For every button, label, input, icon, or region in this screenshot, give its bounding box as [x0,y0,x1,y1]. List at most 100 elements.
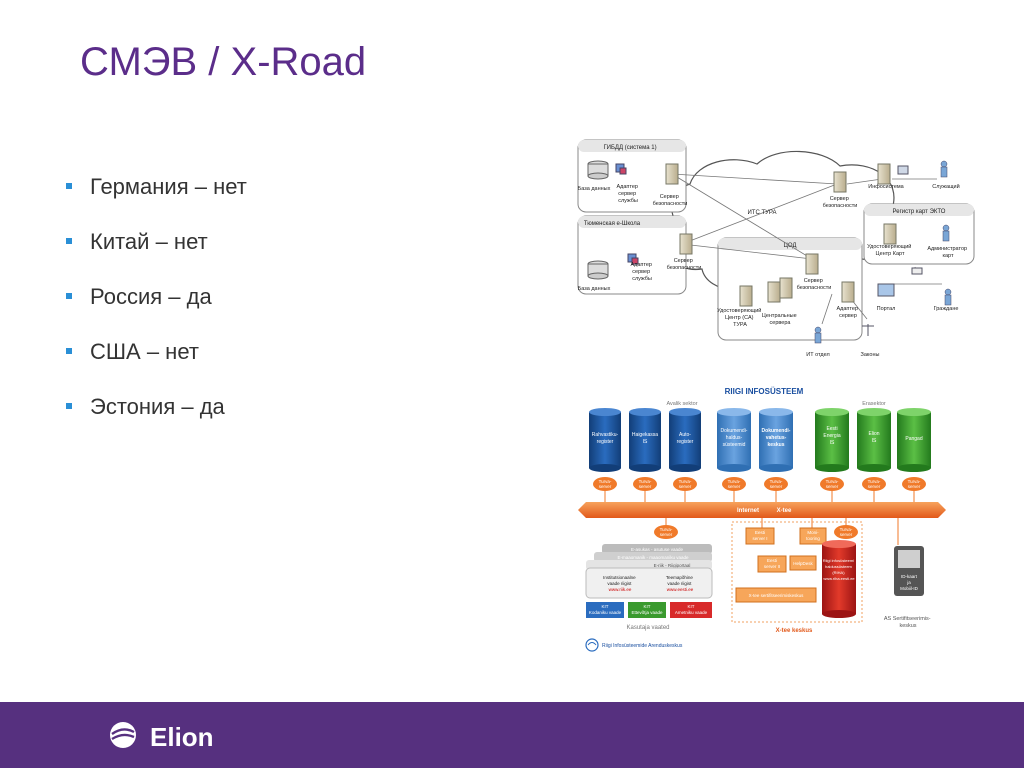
svg-text:Центральные сервера: Центральные сервера [762,313,798,326]
smev-architecture-diagram: ГИБДД (система 1) Тюменская е-Школа ЦОД … [577,139,975,358]
monitoring-box: Moni-tooring [799,527,827,545]
tyumen-title: Тюменская е-Школа [584,221,641,227]
svg-text:Teemapõhine vaade riigis: Teemapõhine vaade riigist www.eesti.ee [666,575,694,592]
ria-label: Riigi Infosüsteemide Arenduskeskus [602,643,683,649]
person-icon [940,160,948,178]
svg-text:Pangad: Pangad [905,436,922,442]
svg-text:E-riik - Riigiportaal: E-riik - Riigiportaal [654,563,691,568]
bullet-item: Россия – да [66,278,247,333]
svg-text:Moni-tooring: Moni-tooring [806,530,820,541]
svg-text:Rahvastiku-register: Rahvastiku-register [592,432,619,445]
cyl-label: Energia [823,433,840,439]
svg-text:Turva-server: Turva-server [728,479,741,489]
turva-server-badge: Turva-server [902,477,926,491]
adapter2-line: сервер [632,269,650,275]
svg-text:Адаптер сервер службы: Адаптер сервер службы [630,262,653,282]
xtee-label: X-tee [777,508,792,514]
internet-xtee-bus: Internet X-tee [578,502,946,518]
turva-server-badge: Turva-server [633,477,657,491]
clerk-label: Служащий [932,183,959,190]
card-reader-icon [911,267,923,275]
adapter2-line: службы [632,276,652,282]
cert-center-box: X-tee sertifitseerimiskeskus [735,587,817,603]
svg-text:Сервер безопасности: Сервер безопасности [653,194,688,207]
ekto-title: Регистр карт ЭКТО [893,209,946,215]
as-sk-line: AS Sertifitseerimis- [884,616,931,622]
svg-text:Institutsionaalne vaade: Institutsionaalne vaade riigist www.riik… [603,575,637,592]
bullet-list: Германия – нет Китай – нет Россия – да С… [66,168,247,443]
security-tsod-line: безопасности [797,285,832,291]
cyl-label: vahetus- [766,435,787,441]
cyl-label: IS [830,440,835,446]
svg-text:Удостоверяющий Центр (СА): Удостоверяющий Центр (СА) ТУРА [717,307,763,328]
its-tura-label: ИТС ТУРА [747,210,776,216]
bullet-icon [66,293,72,299]
adapter1-line: службы [618,198,638,204]
server-icon [665,163,679,185]
laws-label: Законы [861,352,880,358]
svg-text:Turva-server: Turva-server [868,479,881,489]
cyl-label: Rahvastiku- [592,432,619,438]
svg-text:Turva-server: Turva-server [599,479,612,489]
central-servers-line: Центральные [762,313,797,319]
svg-text:Удостоверяющий Центр Карт: Удостоверяющий Центр Карт [867,243,913,257]
svg-text:Dokumendi-vahetus-keskus: Dokumendi-vahetus-keskus [762,428,791,448]
cyl-label: keskus [768,442,785,448]
xtee-keskus-frame [731,521,863,623]
security-right-line: Сервер [830,196,849,202]
server-icon [841,281,855,303]
cyl-label: Dokumendi- [721,428,748,434]
server-icon [739,285,753,307]
central-servers-line: сервера [770,320,792,326]
admin-card-line: Администратор [927,246,967,252]
svg-text:Сервер безопасности: Сервер безопасности [797,278,832,291]
adapter-server-line: Адаптер [836,306,858,312]
portal-icon [877,283,895,297]
svg-text:E-asukas - asutuse vaade: E-asukas - asutuse vaade [631,547,684,552]
svg-text:HelpDesk: HelpDesk [793,561,813,566]
person-icon [944,288,952,306]
gibdd-title-bar [578,140,686,152]
svg-text:Turva-server: Turva-server [840,527,853,537]
connection-lines [671,173,942,325]
bullet-text: Китай – нет [90,229,208,254]
adapter1-line: Адаптер [616,184,638,190]
db2-label: База данных [578,286,611,292]
svg-text:AS Sertifitseerimis- kesku: AS Sertifitseerimis- keskus [884,616,932,629]
database-cylinder: Pangad [897,408,931,472]
turva-server-badge: Turva-server [862,477,886,491]
cyl-label: Elion [868,431,879,437]
ca-tura-line: Центр (СА) [725,315,754,321]
svg-text:Адаптер сервер: Адаптер сервер [836,306,859,319]
person-icon [814,326,822,344]
svg-text:Riigi infosüsteemi haldu: Riigi infosüsteemi haldussüsteem (RIHA) … [823,558,856,581]
turva-server-badge: Turva-server [593,477,617,491]
bullet-item: Китай – нет [66,223,247,278]
svg-text:E-maaomanik - maaomaniku vaade: E-maaomanik - maaomaniku vaade [617,555,689,560]
cert-center-card-line: Центр Карт [876,251,905,257]
cyl-label: register [597,439,614,445]
adapter2-line: Адаптер [630,262,652,268]
svg-text:Turva-server: Turva-server [908,479,921,489]
svg-text:Turva-server: Turva-server [770,479,783,489]
bullet-item: Эстония – да [66,388,247,443]
portal-label: Портал [877,306,896,312]
scales-icon [862,324,874,336]
database-cylinder: Rahvastiku-register [589,408,621,472]
turva-server-badge: Turva-server [654,525,678,539]
bullet-text: Россия – да [90,284,212,309]
svg-text:Сервер безопасности: Сервер безопасности [667,258,702,271]
internet-label: Internet [737,508,759,514]
svg-text:Auto-register: Auto-register [677,432,694,445]
user-views-label: Kasutaja vaated [626,625,669,631]
cyl-label: süsteemid [723,442,746,448]
tsod-title-bar [718,238,862,250]
server-icon [767,281,781,303]
